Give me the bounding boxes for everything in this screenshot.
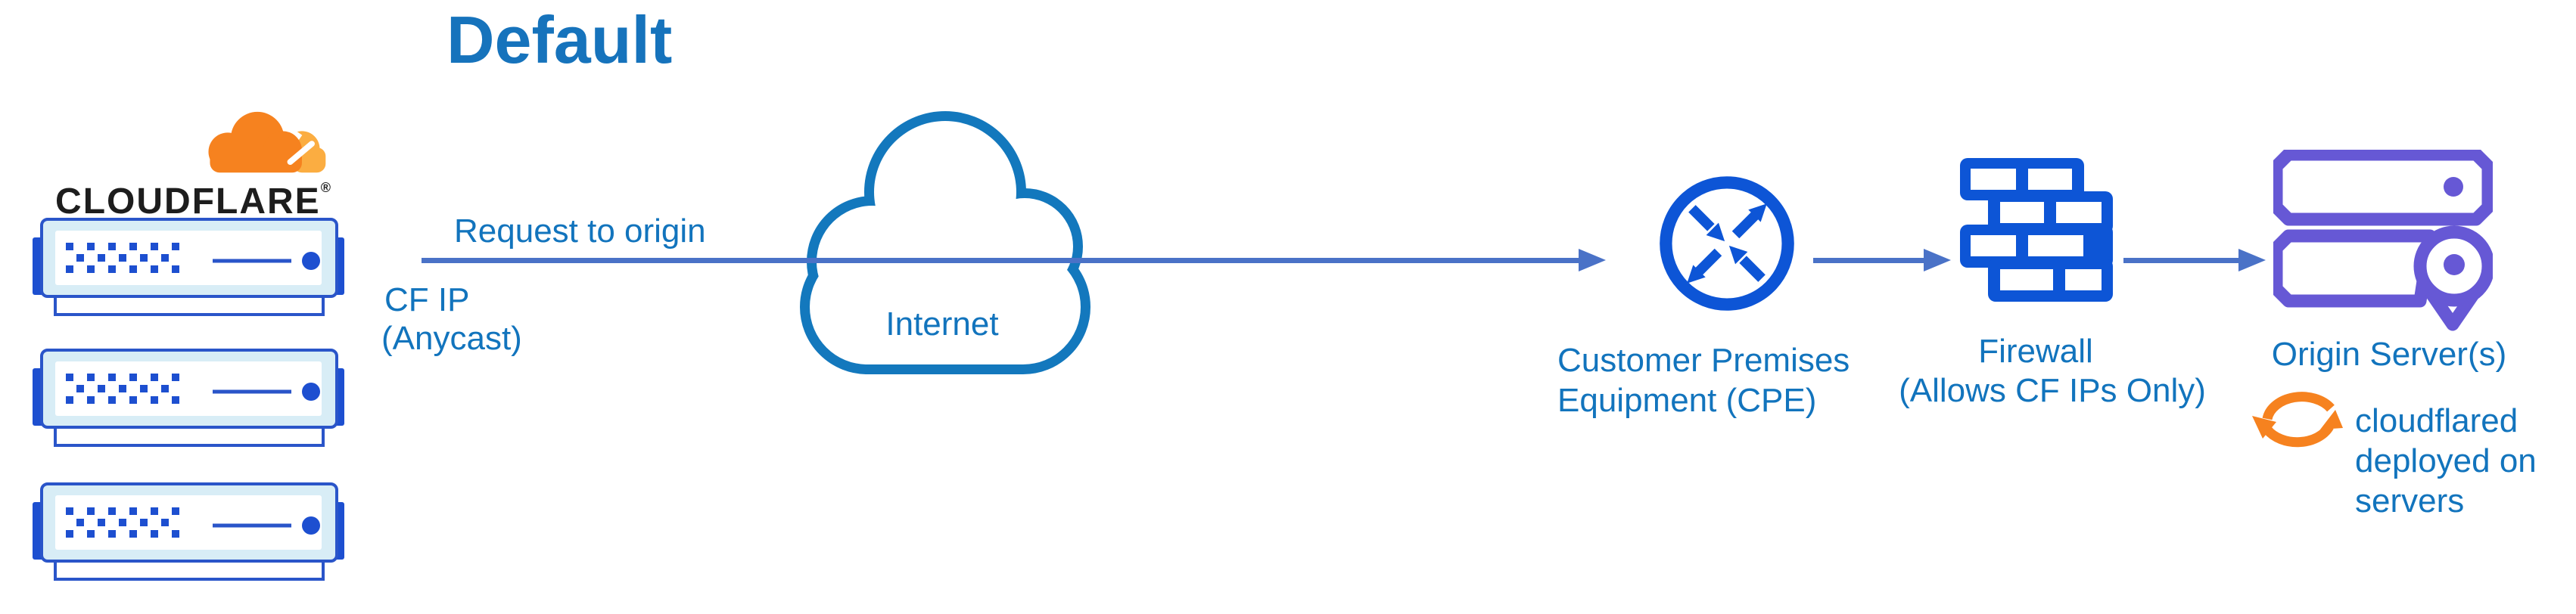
cloudflare-brand-text: CLOUDFLARE	[55, 181, 321, 222]
registered-mark: ®	[320, 180, 332, 195]
firewall-label-line2: (Allows CF IPs Only)	[1899, 372, 2206, 409]
cloudflared-label-line1: cloudflared	[2355, 402, 2518, 439]
firewall-label-line1: Firewall	[1978, 333, 2093, 370]
cloudflared-label-line2: deployed on	[2355, 442, 2537, 479]
connector-cf-to-cpe	[422, 258, 1579, 263]
connector-cpe-to-firewall	[1813, 258, 1924, 263]
request-to-origin-label: Request to origin	[454, 212, 706, 250]
connector-firewall-to-origin	[2123, 258, 2238, 263]
cpe-label-line1: Customer Premises	[1557, 342, 1850, 379]
cloudflare-server-icon	[33, 482, 344, 581]
arrowhead-cpe-to-firewall	[1924, 249, 1951, 271]
cf-ip-label-line2: (Anycast)	[381, 320, 522, 357]
origin-server-icon	[2273, 150, 2493, 331]
cloudflare-server-icon	[33, 218, 344, 316]
cloudflare-wordmark: CLOUDFLARE®	[42, 180, 345, 222]
internet-label: Internet	[885, 305, 999, 343]
cloudflared-sync-icon	[2252, 392, 2343, 448]
arrowhead-cf-to-cpe	[1579, 249, 1606, 271]
cloudflare-server-icon	[33, 349, 344, 447]
page-title: Default	[446, 2, 673, 77]
firewall-icon	[1960, 158, 2113, 302]
cf-ip-label-line1: CF IP	[384, 281, 470, 318]
cpe-router-icon	[1660, 176, 1794, 311]
cloudflare-logo-icon	[208, 111, 326, 181]
arrowhead-firewall-to-origin	[2238, 249, 2266, 271]
origin-servers-label: Origin Server(s)	[2271, 336, 2507, 373]
cloudflared-label-line3: servers	[2355, 482, 2465, 519]
cpe-label-line2: Equipment (CPE)	[1557, 382, 1817, 419]
